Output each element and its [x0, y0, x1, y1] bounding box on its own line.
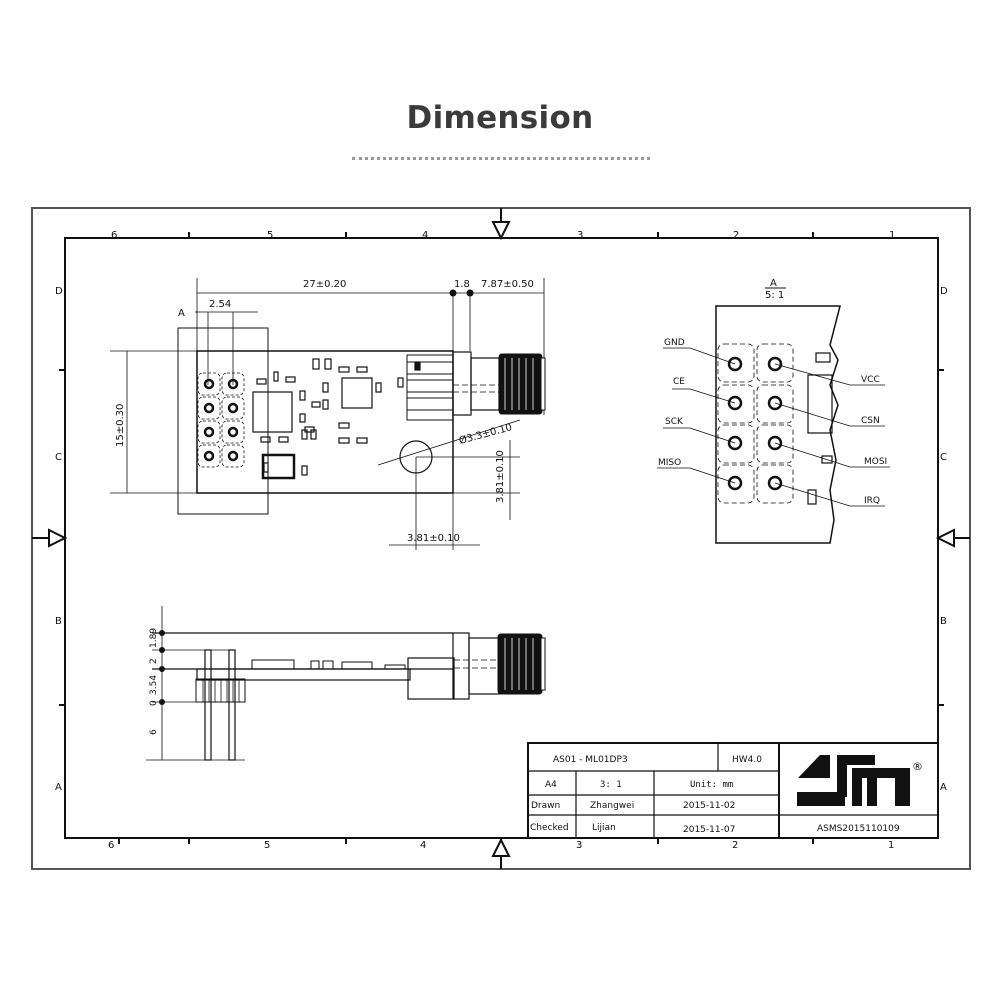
title-divider	[352, 157, 650, 160]
side-view-labels: 1.89 2 0 3.54 6	[149, 628, 159, 735]
detail-label: A	[770, 278, 777, 289]
col-label: 2	[732, 840, 738, 851]
side-view	[146, 606, 546, 761]
detail-scale: 5: 1	[765, 290, 784, 301]
dim-hole-x: 3.81±0.10	[407, 533, 460, 544]
dim-hole-diameter: Ø3.3±0.10	[458, 421, 514, 447]
document-number: ASMS2015110109	[817, 824, 900, 834]
col-label: 5	[264, 840, 270, 851]
arrow-down-icon	[491, 221, 511, 241]
dim-header-height: 3.54	[149, 675, 159, 695]
dim-pitch: 2.54	[209, 299, 231, 310]
col-label: 3	[577, 230, 583, 241]
sma-thread	[498, 353, 543, 415]
row-label: A	[55, 782, 62, 793]
arrow-right-icon	[48, 528, 68, 548]
drawn-by: Zhangwei	[590, 801, 634, 811]
col-label: 4	[420, 840, 426, 851]
col-label: 3	[576, 840, 582, 851]
part-number: AS01 - ML01DP3	[553, 755, 628, 765]
arrow-up-icon	[491, 837, 511, 857]
pin-label-mosi: MOSI	[864, 457, 887, 467]
col-label: 5	[267, 230, 273, 241]
col-label: 4	[422, 230, 428, 241]
row-label: A	[940, 782, 947, 793]
dim-top-offset: 1.89	[149, 628, 159, 648]
drawing-scale: 3: 1	[600, 780, 622, 790]
pin-label-gnd: GND	[664, 338, 685, 348]
col-label: 1	[888, 840, 894, 851]
registered-mark-icon: ®	[912, 760, 923, 773]
col-label: 6	[108, 840, 114, 851]
dim-header-gap: 2	[149, 658, 159, 664]
dim-hole-y: 3.81±0.10	[495, 450, 506, 503]
column-ticks	[59, 232, 944, 844]
asn-logo	[797, 755, 910, 806]
dim-connector: 7.87±0.50	[481, 279, 534, 290]
dim-width: 15±0.30	[115, 404, 126, 447]
row-labels-right: D C B A	[940, 286, 948, 793]
pin-label-irq: IRQ	[864, 496, 880, 506]
dim-gap: 1.8	[454, 279, 470, 290]
arrow-left-icon	[935, 528, 955, 548]
checked-date: 2015-11-07	[683, 825, 735, 835]
column-labels-bottom: 6 5 4 3 2 1	[108, 840, 894, 851]
row-label: D	[940, 286, 948, 297]
unit: Unit: mm	[690, 780, 733, 790]
paper-size: A4	[545, 780, 557, 790]
drawn-label: Drawn	[531, 801, 560, 811]
column-labels-top: 6 5 4 3 2 1	[111, 230, 895, 241]
row-label: C	[940, 452, 947, 463]
pin-label-csn: CSN	[861, 416, 880, 426]
section-marker: A	[178, 308, 185, 319]
row-label: D	[55, 286, 63, 297]
pin-label-sck: SCK	[665, 417, 684, 427]
col-label: 2	[733, 230, 739, 241]
pin-label-miso: MISO	[658, 458, 681, 468]
title-block	[527, 742, 939, 839]
page-title: Dimension	[406, 100, 594, 136]
detail-view	[657, 305, 890, 544]
row-label: C	[55, 452, 62, 463]
pin-label-ce: CE	[673, 377, 685, 387]
centering-arrows	[32, 208, 970, 869]
dim-zero: 0	[149, 700, 159, 706]
checked-by: Lijian	[592, 823, 616, 833]
col-label: 1	[889, 230, 895, 241]
drawn-date: 2015-11-02	[683, 801, 735, 811]
detail-view-header: A 5: 1	[765, 278, 786, 301]
pin-labels: GND CE SCK MISO VCC CSN MOSI IRQ	[658, 338, 887, 506]
dim-length: 27±0.20	[303, 279, 346, 290]
row-labels-left: D C B A	[55, 286, 63, 793]
title-block-text: AS01 - ML01DP3 HW4.0 A4 3: 1 Unit: mm Dr…	[530, 755, 923, 835]
pin-label-vcc: VCC	[861, 375, 880, 385]
col-label: 6	[111, 230, 117, 241]
checked-label: Checked	[530, 823, 569, 833]
hardware-version: HW4.0	[732, 755, 762, 765]
dim-pin-length: 6	[149, 729, 159, 735]
row-label: B	[55, 616, 62, 627]
row-label: B	[940, 616, 947, 627]
top-view	[110, 278, 546, 550]
